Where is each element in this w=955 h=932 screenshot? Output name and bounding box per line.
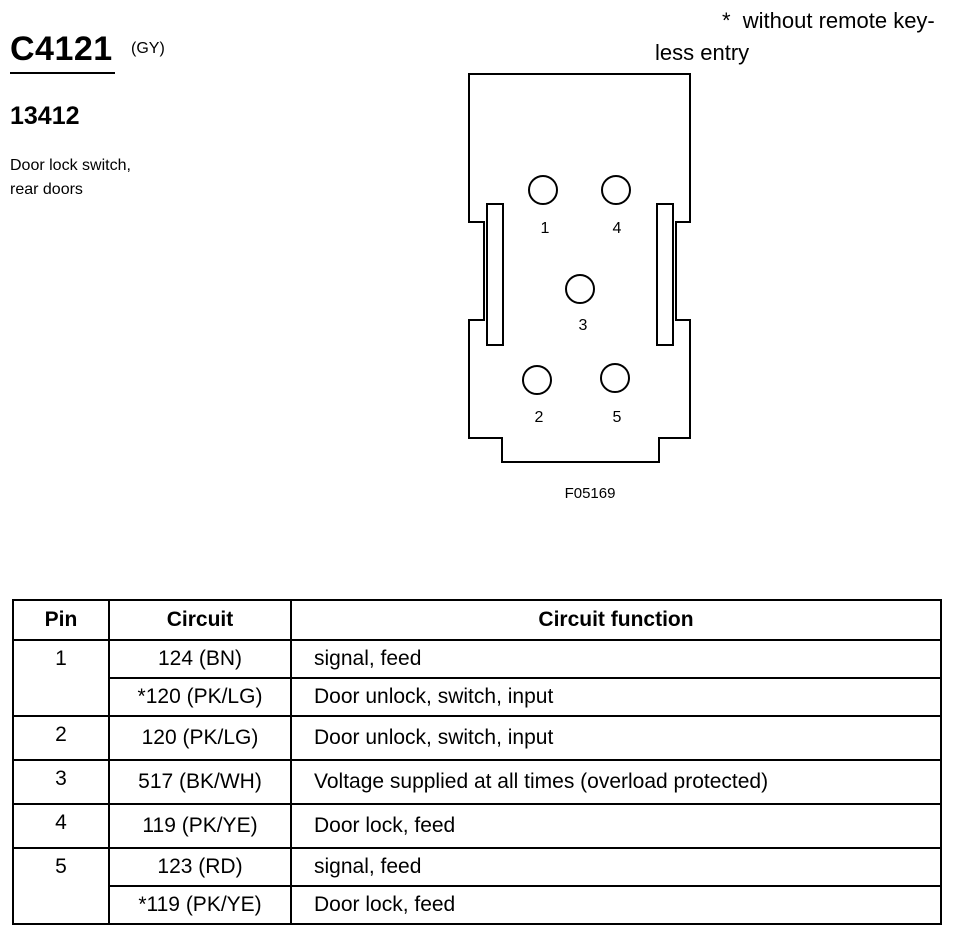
table-row: 3 517 (BK/WH) Voltage supplied at all ti… [12, 759, 942, 805]
circuit-function-cell: signal, feed [290, 847, 942, 887]
component-description-line1: Door lock switch, [10, 157, 131, 174]
pin-2-cavity [522, 365, 552, 395]
connector-id-underline [10, 72, 115, 74]
pin-4-label: 4 [613, 220, 622, 237]
pin-1-label: 1 [541, 220, 550, 237]
pin-cell: 1 [12, 639, 110, 717]
left-latch-slot [486, 203, 504, 346]
pin-3-label: 3 [579, 317, 588, 334]
table-row: *119 (PK/YE) Door lock, feed [13, 885, 942, 925]
circuit-function-cell: Door lock, feed [290, 803, 942, 849]
table-row: 4 119 (PK/YE) Door lock, feed [12, 803, 942, 849]
column-header-pin: Pin [12, 599, 110, 641]
table-row: 5 123 (RD) signal, feed [12, 847, 942, 925]
footnote-line1: * without remote key- [722, 8, 935, 33]
circuit-function-cell: Door lock, feed [290, 885, 942, 925]
table-header-row: Pin Circuit Circuit function [12, 599, 942, 641]
footnote: * without remote key- less entry [655, 5, 935, 69]
table-row: *120 (PK/LG) Door unlock, switch, input [13, 677, 942, 717]
pin-cell: 2 [12, 715, 110, 761]
circuit-cell: 123 (RD) [108, 847, 292, 887]
figure-id: F05169 [565, 485, 616, 502]
pin-circuit-table: Pin Circuit Circuit function 1 124 (BN) … [12, 599, 942, 925]
component-description-line2: rear doors [10, 181, 83, 198]
circuit-cell: 119 (PK/YE) [108, 803, 292, 849]
part-number: 13412 [10, 102, 80, 130]
connector-color-code: (GY) [131, 40, 165, 57]
circuit-cell: 124 (BN) [108, 639, 292, 679]
pin-2-label: 2 [535, 409, 544, 426]
table-row: 1 124 (BN) signal, feed [12, 639, 942, 717]
connector-face-diagram: 1 4 3 2 5 F05169 [468, 73, 691, 502]
circuit-cell: *119 (PK/YE) [108, 885, 292, 925]
circuit-cell: *120 (PK/LG) [108, 677, 292, 717]
circuit-cell: 517 (BK/WH) [108, 759, 292, 805]
component-description: Door lock switch, rear doors [10, 154, 131, 202]
pin-cell: 5 [12, 847, 110, 925]
pin-1-cavity [528, 175, 558, 205]
table-row: 2 120 (PK/LG) Door unlock, switch, input [12, 715, 942, 761]
pin-5-cavity [600, 363, 630, 393]
column-header-circuit: Circuit [108, 599, 292, 641]
right-latch-slot [656, 203, 674, 346]
connector-id: C4121 [10, 30, 113, 68]
column-header-circuit-function: Circuit function [290, 599, 942, 641]
circuit-function-cell: Voltage supplied at all times (overload … [290, 759, 942, 805]
pin-cell: 4 [12, 803, 110, 849]
circuit-function-cell: Door unlock, switch, input [290, 715, 942, 761]
pin-4-cavity [601, 175, 631, 205]
circuit-function-cell: signal, feed [290, 639, 942, 679]
pin-cell: 3 [12, 759, 110, 805]
footnote-line2: less entry [655, 40, 750, 65]
connector-housing-outline [468, 73, 691, 463]
circuit-cell: 120 (PK/LG) [108, 715, 292, 761]
circuit-function-cell: Door unlock, switch, input [290, 677, 942, 717]
pin-3-cavity [565, 274, 595, 304]
pin-5-label: 5 [613, 409, 622, 426]
